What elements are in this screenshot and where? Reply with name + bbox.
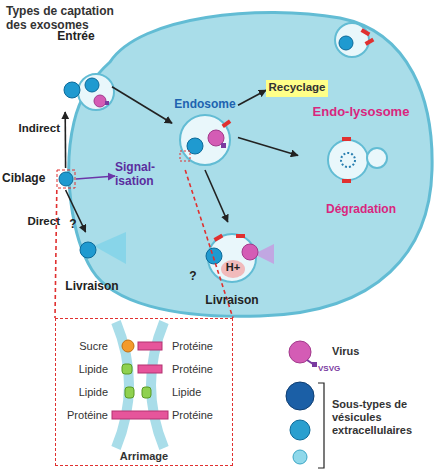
flow-arrow <box>66 190 86 232</box>
node-label: Signal- isation <box>115 161 165 189</box>
targeting-vesicle <box>59 172 73 186</box>
legend-vesicle-small <box>293 450 307 464</box>
molecule-label: Lipide <box>52 386 108 399</box>
flow-arrow <box>238 90 266 105</box>
vsvg-mark <box>105 101 109 105</box>
vesicle <box>80 242 96 258</box>
endosome-node: Endosome <box>172 98 238 170</box>
signaling-node: Signal- isation <box>115 160 165 192</box>
degraded-vesicle <box>341 153 355 167</box>
node-label: Entrée <box>40 30 112 44</box>
node-label: Livraison <box>60 280 124 294</box>
vesicle <box>85 78 99 92</box>
zoom-box <box>57 170 75 188</box>
vesicle <box>64 82 80 98</box>
node-label: Endosome <box>172 98 238 112</box>
diagram-title: Types de captation des exosomes <box>6 5 124 33</box>
zoom-leader <box>55 190 57 318</box>
question-mark: ? <box>186 270 200 284</box>
lysosome-shape <box>328 140 368 180</box>
legend-text: Virus <box>332 345 412 358</box>
vsvg-label: VSVG <box>318 364 354 373</box>
membrane-protein <box>214 234 224 242</box>
protein <box>138 365 162 373</box>
vsvg-mark <box>221 143 226 148</box>
acid-glow <box>221 260 245 278</box>
molecule-label: Sucre <box>52 340 108 353</box>
delivery-beam <box>94 232 126 264</box>
direct-delivery-node: Livraison <box>60 232 124 294</box>
node-label: Ciblage <box>2 172 76 186</box>
node-label: Livraison <box>190 294 274 308</box>
legend-vsvg <box>312 362 317 367</box>
entry-node: Entrée <box>40 28 112 112</box>
flow-arrow <box>64 112 66 168</box>
targeting-node: Ciblage <box>2 168 76 190</box>
node-caption: Dégradation <box>298 203 424 217</box>
molecule-label: Lipide <box>52 363 108 376</box>
protein <box>138 342 162 350</box>
lysosome-bud <box>367 148 387 168</box>
edge-label: Indirect <box>14 122 60 135</box>
sugar <box>122 340 134 352</box>
vesicle <box>339 36 353 50</box>
node-heading: Endo-lysosome <box>298 105 424 120</box>
legend-vesicle-large <box>286 382 314 410</box>
endosome-shape <box>180 115 230 165</box>
lipid <box>142 387 151 398</box>
vesicle <box>206 248 222 264</box>
legend-bracket <box>318 383 324 468</box>
zoom-box <box>180 151 190 161</box>
molecule-label: Protéine <box>172 409 230 422</box>
membrane-right <box>151 322 164 448</box>
legend-vesicle-medium <box>290 420 310 440</box>
flow-arrow <box>112 87 172 123</box>
molecule-label: Protéine <box>172 340 230 353</box>
molecule-label: Protéine <box>52 409 108 422</box>
proton-label: H+ <box>220 261 246 274</box>
virus <box>94 95 106 107</box>
edge-label: Direct <box>18 215 60 228</box>
membrane-protein <box>365 38 375 46</box>
endolysosome-node: Endo-lysosomeDégradation <box>298 105 424 217</box>
molecule-label: Protéine <box>172 363 230 376</box>
node-label: Recyclage <box>266 81 328 94</box>
membrane-protein <box>236 234 245 238</box>
lipid <box>122 364 132 374</box>
protein <box>112 411 168 419</box>
flow-arrow <box>76 176 115 179</box>
membrane-protein <box>222 119 232 127</box>
question-mark: ? <box>66 218 80 232</box>
lipid <box>125 387 134 398</box>
molecule-label: Lipide <box>172 386 230 399</box>
entry-pocket <box>78 74 114 110</box>
membrane-protein <box>361 28 371 36</box>
recycling-box: Recyclage <box>266 80 328 97</box>
node-label: Arrimage <box>56 450 232 463</box>
legend-text: Sous-types de vésicules extracellulaires <box>332 398 432 438</box>
membrane-protein <box>342 137 351 141</box>
recycling-pocket <box>335 23 369 57</box>
flow-arrow <box>205 170 228 222</box>
vesicle <box>187 138 203 154</box>
cell-membrane <box>69 12 432 316</box>
virus <box>242 244 258 260</box>
flow-arrow <box>238 138 298 156</box>
membrane-protein <box>342 179 351 183</box>
